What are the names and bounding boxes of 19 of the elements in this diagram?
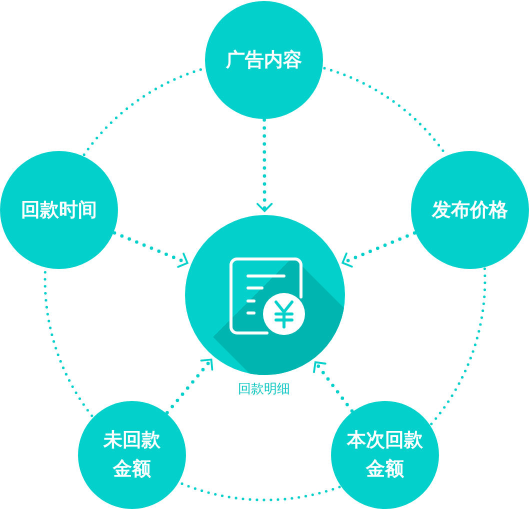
dotted-arrow	[340, 231, 416, 268]
dotted-arrow	[313, 360, 354, 413]
topic-label: 发布价格	[430, 198, 509, 222]
topic-circle	[205, 1, 323, 119]
topic-circle	[0, 151, 118, 269]
dotted-connector	[82, 67, 205, 156]
dotted-arrow	[256, 118, 273, 213]
topic-label: 本次回款金额	[346, 428, 424, 482]
dotted-arrow	[112, 231, 190, 268]
dotted-connector	[430, 268, 486, 426]
topic-label: 回款时间	[20, 198, 98, 222]
topic-label: 广告内容	[224, 48, 303, 72]
dotted-connector	[179, 482, 341, 502]
dotted-arrow	[166, 358, 214, 414]
topic-circle	[331, 401, 439, 509]
topic-label: 未回款金额	[102, 428, 162, 482]
topic-circle	[411, 151, 529, 269]
topic-circle	[78, 401, 186, 509]
icon-caption: 回款明细	[238, 381, 290, 398]
